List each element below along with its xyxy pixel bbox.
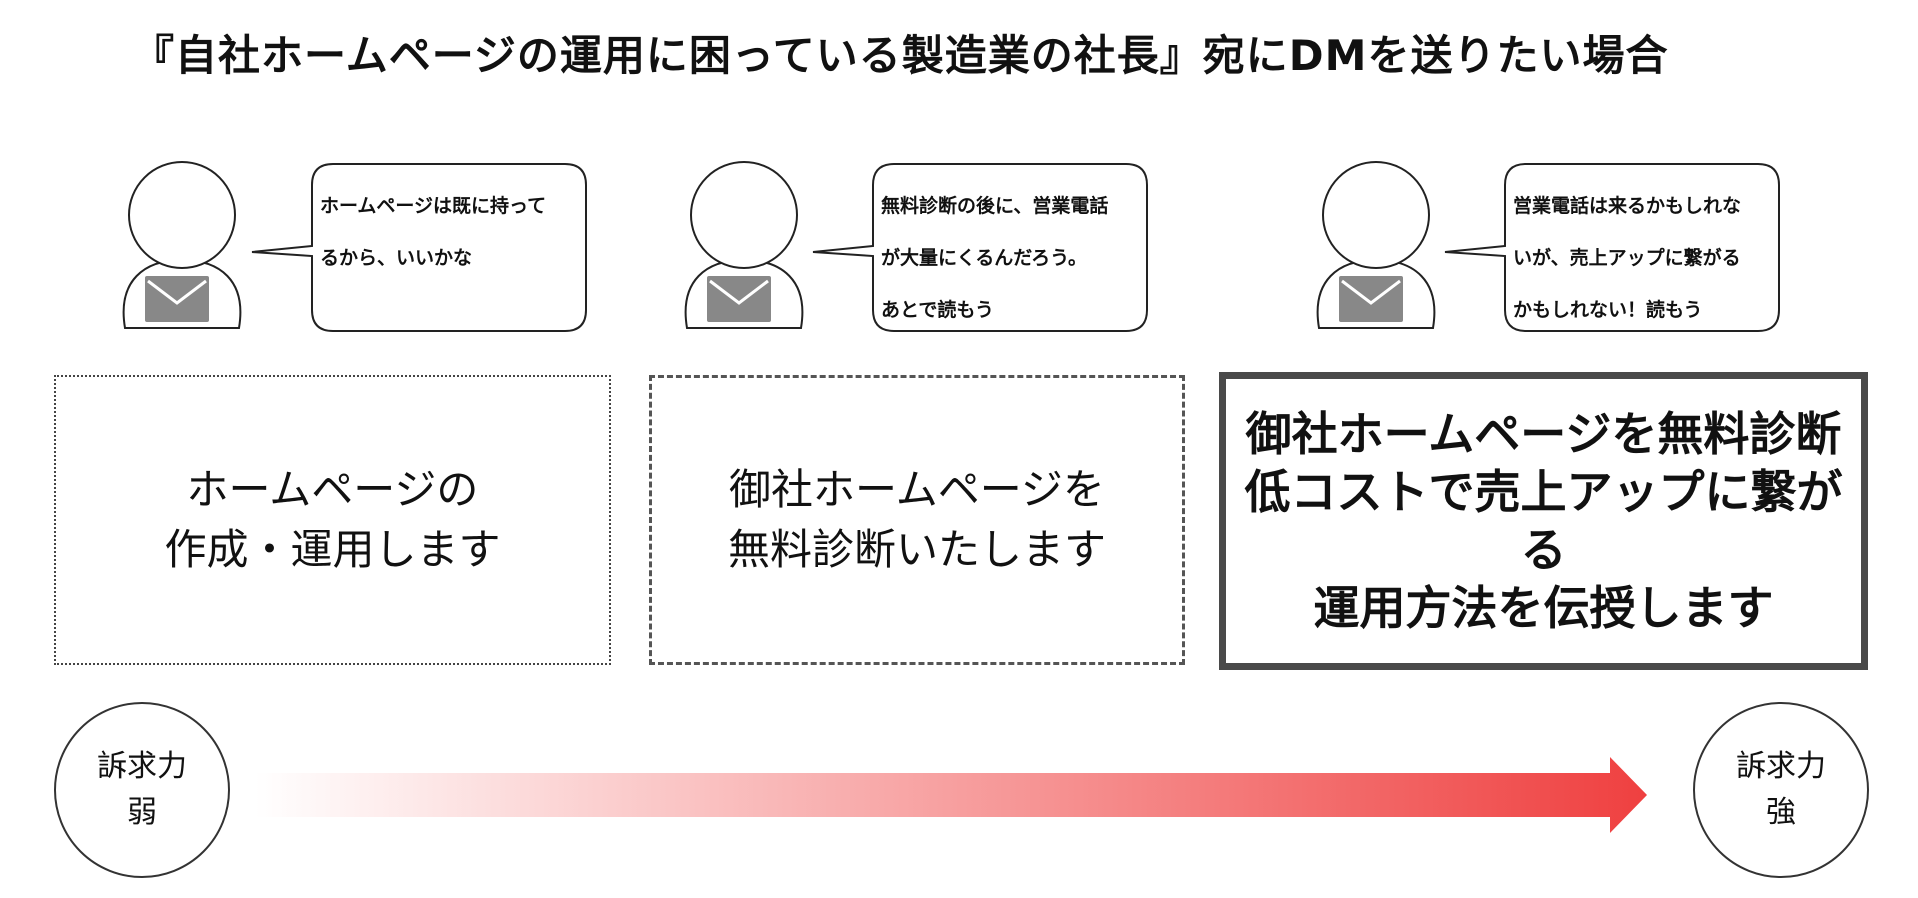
appeal-arrow-icon bbox=[255, 757, 1647, 833]
envelope-icon bbox=[707, 276, 771, 326]
message-box-medium: 御社ホームページを 無料診断いたします bbox=[649, 375, 1185, 665]
page-title: 『自社ホームページの運用に困っている製造業の社長』宛にDMを送りたい場合 bbox=[132, 31, 1669, 80]
message-box-weak: ホームページの 作成・運用します bbox=[54, 375, 611, 665]
appeal-strong-circle: 訴求力 強 bbox=[1693, 702, 1869, 878]
speech-text: ホームページは既に持って るから、いいかな bbox=[320, 195, 547, 269]
envelope-icon bbox=[145, 276, 209, 326]
appeal-weak-circle: 訴求力 弱 bbox=[54, 702, 230, 878]
speech-text: 営業電話は来るかもしれな いが、売上アップに繋がる かもしれない！読もう bbox=[1513, 195, 1742, 321]
envelope-icon bbox=[1339, 276, 1403, 326]
message-box-strong: 御社ホームページを無料診断 低コストで売上アップに繋がる 運用方法を伝授します bbox=[1219, 372, 1868, 670]
speech-text: 無料診断の後に、営業電話 が大量にくるんだろう。 あとで読もう bbox=[881, 195, 1109, 321]
